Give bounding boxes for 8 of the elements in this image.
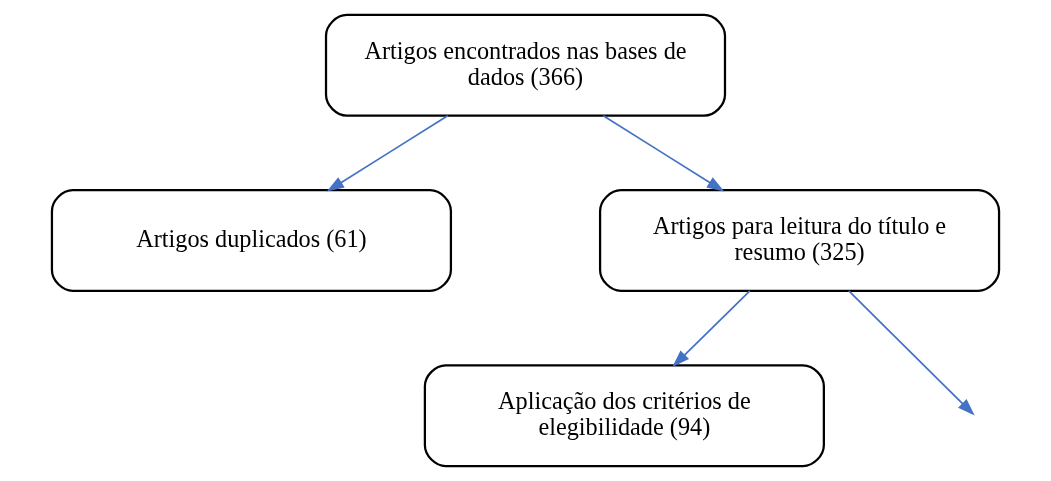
arrow [326,114,449,192]
node-box: Aplicação dos critérios de elegibilidade (94) [423,364,825,468]
arrow [602,114,725,192]
node-box: Artigos duplicados (61) [50,189,453,292]
arrow [847,290,975,416]
node-box: Artigos encontrados nas bases de dados (366) [324,13,727,117]
node-box: Artigos para leitura do título e resumo (325) [598,189,1001,292]
arrow [672,290,751,367]
